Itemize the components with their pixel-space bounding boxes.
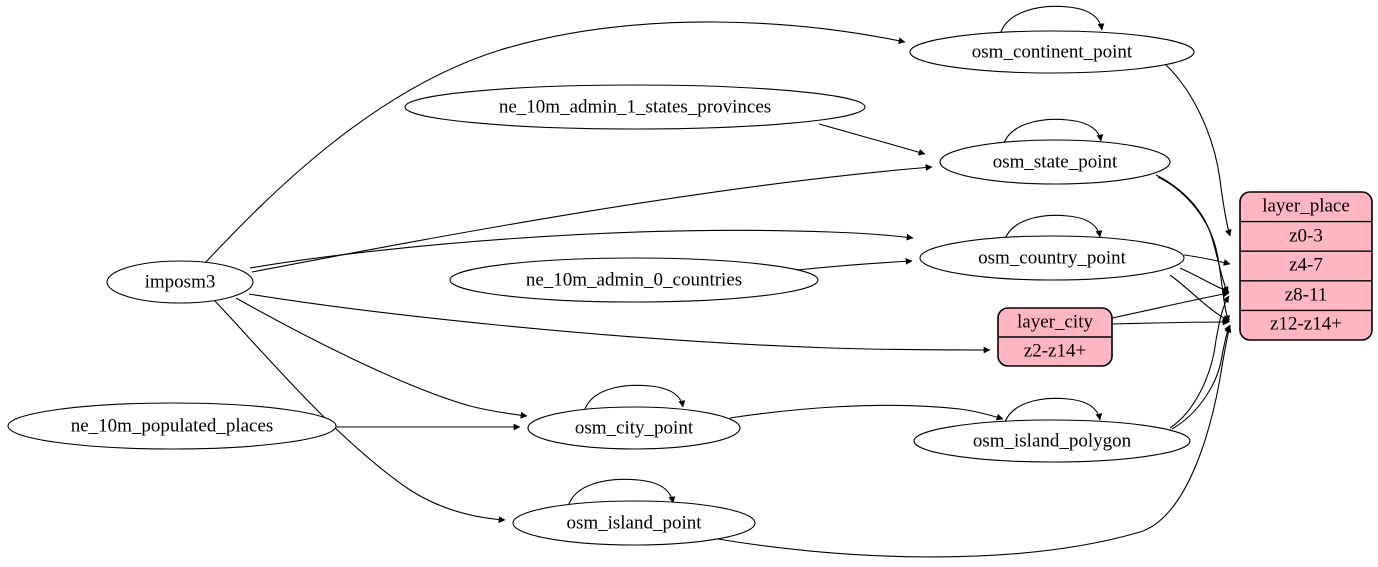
node-ne-10m-populated-places[interactable]: ne_10m_populated_places bbox=[7, 402, 337, 450]
edge-ne-states-osm-state-point bbox=[818, 123, 926, 156]
edge-osm-island-polygon-layer-place-z8-11 bbox=[1169, 295, 1230, 429]
node-label-ne-10m-populated-places: ne_10m_populated_places bbox=[71, 415, 274, 436]
record-row-layer-place-z4-7: z4-7 bbox=[1289, 254, 1323, 275]
node-shape-osm-island-polygon[interactable] bbox=[913, 419, 1191, 463]
node-label-ne-10m-admin-0-countries: ne_10m_admin_0_countries bbox=[526, 269, 742, 290]
records-layer: layer_city z2-z14+ layer_place z0-3 z4-7… bbox=[997, 191, 1373, 367]
record-row-layer-city-title: layer_city bbox=[1017, 311, 1093, 332]
edge-osm-country-point-layer-place-z4-7 bbox=[1183, 254, 1231, 266]
edge-osm-country-point-layer-place-z12-z14 bbox=[1169, 274, 1230, 322]
node-label-osm-country-point: osm_country_point bbox=[978, 247, 1126, 268]
nodes-layer: imposm3 ne_10m_admin_1_states_provinces … bbox=[7, 30, 1195, 546]
node-label-osm-island-polygon: osm_island_polygon bbox=[973, 430, 1132, 451]
node-shape-osm-state-point[interactable] bbox=[939, 139, 1171, 185]
node-label-osm-state-point: osm_state_point bbox=[993, 151, 1118, 172]
self-loop-osm-island-polygon bbox=[1003, 397, 1103, 426]
self-loop-osm-island-point bbox=[567, 478, 676, 508]
edge-osm-continent-point-layer-place-z0-3 bbox=[1165, 64, 1232, 237]
edge-osm-city-point-osm-island-polygon bbox=[729, 404, 1004, 421]
edge-imposm3-osm-island-point bbox=[213, 299, 506, 523]
edge-imposm3-osm-country-point bbox=[249, 229, 914, 269]
node-label-osm-city-point: osm_city_point bbox=[575, 417, 694, 438]
edge-imposm3-osm-city-point bbox=[235, 297, 528, 419]
node-osm-state-point[interactable]: osm_state_point bbox=[939, 139, 1171, 185]
node-label-osm-continent-point: osm_continent_point bbox=[972, 41, 1133, 62]
node-ne-10m-admin-1-states-provinces[interactable]: ne_10m_admin_1_states_provinces bbox=[404, 84, 866, 130]
node-shape-osm-island-point[interactable] bbox=[512, 500, 756, 546]
node-osm-country-point[interactable]: osm_country_point bbox=[919, 235, 1185, 281]
node-osm-island-polygon[interactable]: osm_island_polygon bbox=[913, 419, 1191, 463]
record-row-layer-city-z2-z14: z2-z14+ bbox=[1024, 340, 1086, 361]
node-shape-imposm3[interactable] bbox=[106, 260, 254, 304]
node-shape-ne-10m-admin-1-states-provinces[interactable] bbox=[404, 84, 866, 130]
record-bg-layer-place[interactable] bbox=[1239, 191, 1373, 341]
node-shape-ne-10m-populated-places[interactable] bbox=[7, 402, 337, 450]
record-node-layer-place[interactable]: layer_place z0-3 z4-7 z8-11 z12-z14+ bbox=[1239, 191, 1373, 341]
record-row-layer-place-title: layer_place bbox=[1262, 195, 1350, 216]
record-row-layer-place-z0-3: z0-3 bbox=[1289, 225, 1323, 246]
node-label-ne-10m-admin-1-states-provinces: ne_10m_admin_1_states_provinces bbox=[499, 96, 771, 117]
record-row-layer-place-z8-11: z8-11 bbox=[1285, 284, 1328, 305]
node-osm-island-point[interactable]: osm_island_point bbox=[512, 500, 756, 546]
edge-osm-island-point-layer-place-z12-z14 bbox=[717, 325, 1232, 558]
edge-osm-country-point-layer-place-z8-11 bbox=[1179, 267, 1230, 293]
record-node-layer-city[interactable]: layer_city z2-z14+ bbox=[997, 307, 1113, 367]
self-loop-osm-city-point bbox=[583, 384, 686, 413]
node-osm-city-point[interactable]: osm_city_point bbox=[527, 406, 741, 450]
edge-osm-island-polygon-layer-place-z12-z14 bbox=[1171, 324, 1231, 430]
edge-imposm3-osm-continent-point bbox=[204, 21, 906, 264]
edge-osm-state-point-layer-place-z12-z14 bbox=[1157, 176, 1230, 323]
edge-osm-state-point-layer-place-z8-11 bbox=[1155, 174, 1229, 294]
edge-ne-countries-osm-country-point bbox=[796, 257, 913, 271]
edge-layer-city-layer-place-z8-11 bbox=[1111, 290, 1230, 319]
node-ne-10m-admin-0-countries[interactable]: ne_10m_admin_0_countries bbox=[449, 257, 819, 303]
node-shape-osm-continent-point[interactable] bbox=[909, 30, 1195, 74]
node-shape-osm-country-point[interactable] bbox=[919, 235, 1185, 281]
node-label-osm-island-point: osm_island_point bbox=[566, 512, 702, 533]
record-row-layer-place-z12-z14: z12-z14+ bbox=[1270, 313, 1342, 334]
edge-layer-city-layer-place-z12-z14 bbox=[1111, 318, 1230, 326]
node-imposm3[interactable]: imposm3 bbox=[106, 260, 254, 304]
node-label-imposm3: imposm3 bbox=[145, 271, 216, 292]
self-loop-osm-continent-point bbox=[999, 5, 1105, 36]
self-loop-osm-state-point bbox=[1002, 118, 1104, 147]
edge-imposm3-layer-city bbox=[248, 293, 991, 354]
self-loop-osm-country-point bbox=[1003, 214, 1103, 243]
node-osm-continent-point[interactable]: osm_continent_point bbox=[909, 30, 1195, 74]
edges-layer bbox=[204, 5, 1232, 558]
node-shape-ne-10m-admin-0-countries[interactable] bbox=[449, 257, 819, 303]
edge-imposm3-osm-state-point bbox=[251, 164, 933, 273]
node-shape-osm-city-point[interactable] bbox=[527, 406, 741, 450]
